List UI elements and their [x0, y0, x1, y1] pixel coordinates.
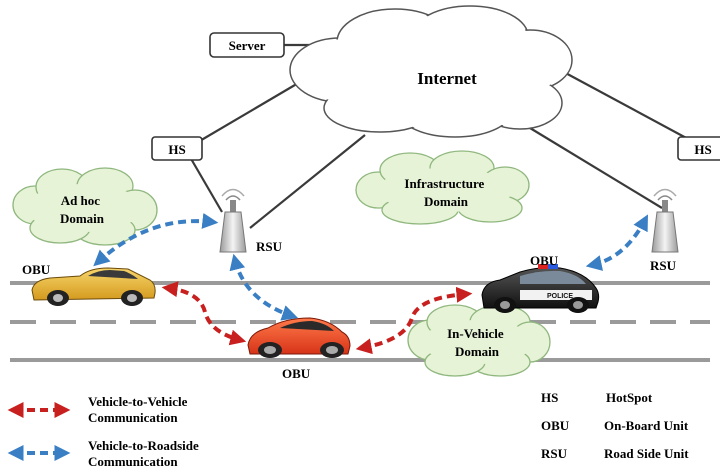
legend-abbr-obu-key: OBU [541, 418, 570, 433]
legend-abbr-rsu-value: Road Side Unit [604, 446, 689, 461]
server-node: Server [209, 32, 285, 58]
adhoc-domain-line2: Domain [60, 211, 105, 226]
link-internet-rsu-right [529, 127, 663, 209]
hs-left-label: HS [168, 142, 185, 157]
rsu-left-tower-icon [219, 188, 247, 253]
obu-right-label: OBU [530, 253, 559, 268]
legend-abbr-rsu: RSU [541, 446, 567, 462]
legend-abbr-hs-key: HS [541, 390, 559, 405]
legend-abbr-rsu-key: RSU [541, 446, 568, 461]
infrastructure-domain-label: Infrastructure Domain [404, 176, 487, 209]
link-internet-rsu-left [249, 134, 366, 229]
legend-abbr-obu: OBU [541, 418, 569, 434]
legend-v2v: Vehicle-to-Vehicle Communication [88, 394, 187, 426]
legend-v2r-line1: Vehicle-to-Roadside [88, 438, 199, 453]
invehicle-domain-line2: Domain [455, 344, 500, 359]
legend-v2r-line2: Communication [88, 454, 178, 469]
invehicle-domain-line1: In-Vehicle [447, 326, 504, 341]
v2r-arrows [93, 212, 648, 321]
internet-cloud-fill [291, 7, 571, 136]
legend-v2r: Vehicle-to-Roadside Communication [88, 438, 199, 470]
infrastructure-domain-cloud: Infrastructure Domain [355, 150, 530, 225]
red-car-icon [247, 317, 351, 358]
infrastructure-domain-line1: Infrastructure [404, 176, 484, 191]
legend-abbr-obu-def: On-Board Unit [604, 418, 688, 434]
link-internet-hs-left [197, 81, 301, 143]
link-internet-hs-right [559, 69, 691, 141]
yellow-car-icon [31, 267, 156, 306]
obu-left-label: OBU [22, 262, 51, 277]
police-car-icon: POLICE [481, 264, 600, 313]
hs-right-label: HS [694, 142, 711, 157]
legend-abbr-obu-value: On-Board Unit [604, 418, 689, 433]
wired-links [189, 43, 691, 229]
adhoc-domain-cloud: Ad hoc Domain [12, 167, 158, 246]
rsu-right-tower-icon [651, 188, 679, 253]
server-label: Server [229, 38, 266, 53]
obu-center-label: OBU [282, 366, 311, 381]
svg-text:POLICE: POLICE [547, 293, 573, 300]
legend-abbr-rsu-def: Road Side Unit [604, 446, 689, 462]
hs-right-node: HS [677, 136, 720, 161]
v2r-arrow-rsu-redcar [229, 253, 299, 321]
v2r-arrow-police-rsu [585, 214, 648, 271]
adhoc-domain-line1: Ad hoc [61, 193, 101, 208]
legend-v2v-line1: Vehicle-to-Vehicle [88, 394, 188, 409]
legend-abbr-hs: HS [541, 390, 558, 406]
v2r-arrow-adhoc-rsu [93, 212, 219, 267]
rsu-right-label: RSU [650, 258, 677, 273]
infrastructure-domain-line2: Domain [424, 194, 469, 209]
hs-left-node: HS [151, 136, 203, 161]
v2v-arrows [161, 281, 473, 355]
link-hs-left-rsu-left [189, 156, 223, 213]
rsu-left-label: RSU [256, 239, 283, 254]
legend-abbr-hs-value: HotSpot [606, 390, 653, 405]
invehicle-domain-cloud: In-Vehicle Domain [407, 304, 551, 377]
internet-label: Internet [417, 69, 477, 88]
legend-abbr-hs-def: HotSpot [606, 390, 652, 406]
legend-v2v-line2: Communication [88, 410, 178, 425]
v2v-arrow-yellow-red [161, 281, 247, 346]
